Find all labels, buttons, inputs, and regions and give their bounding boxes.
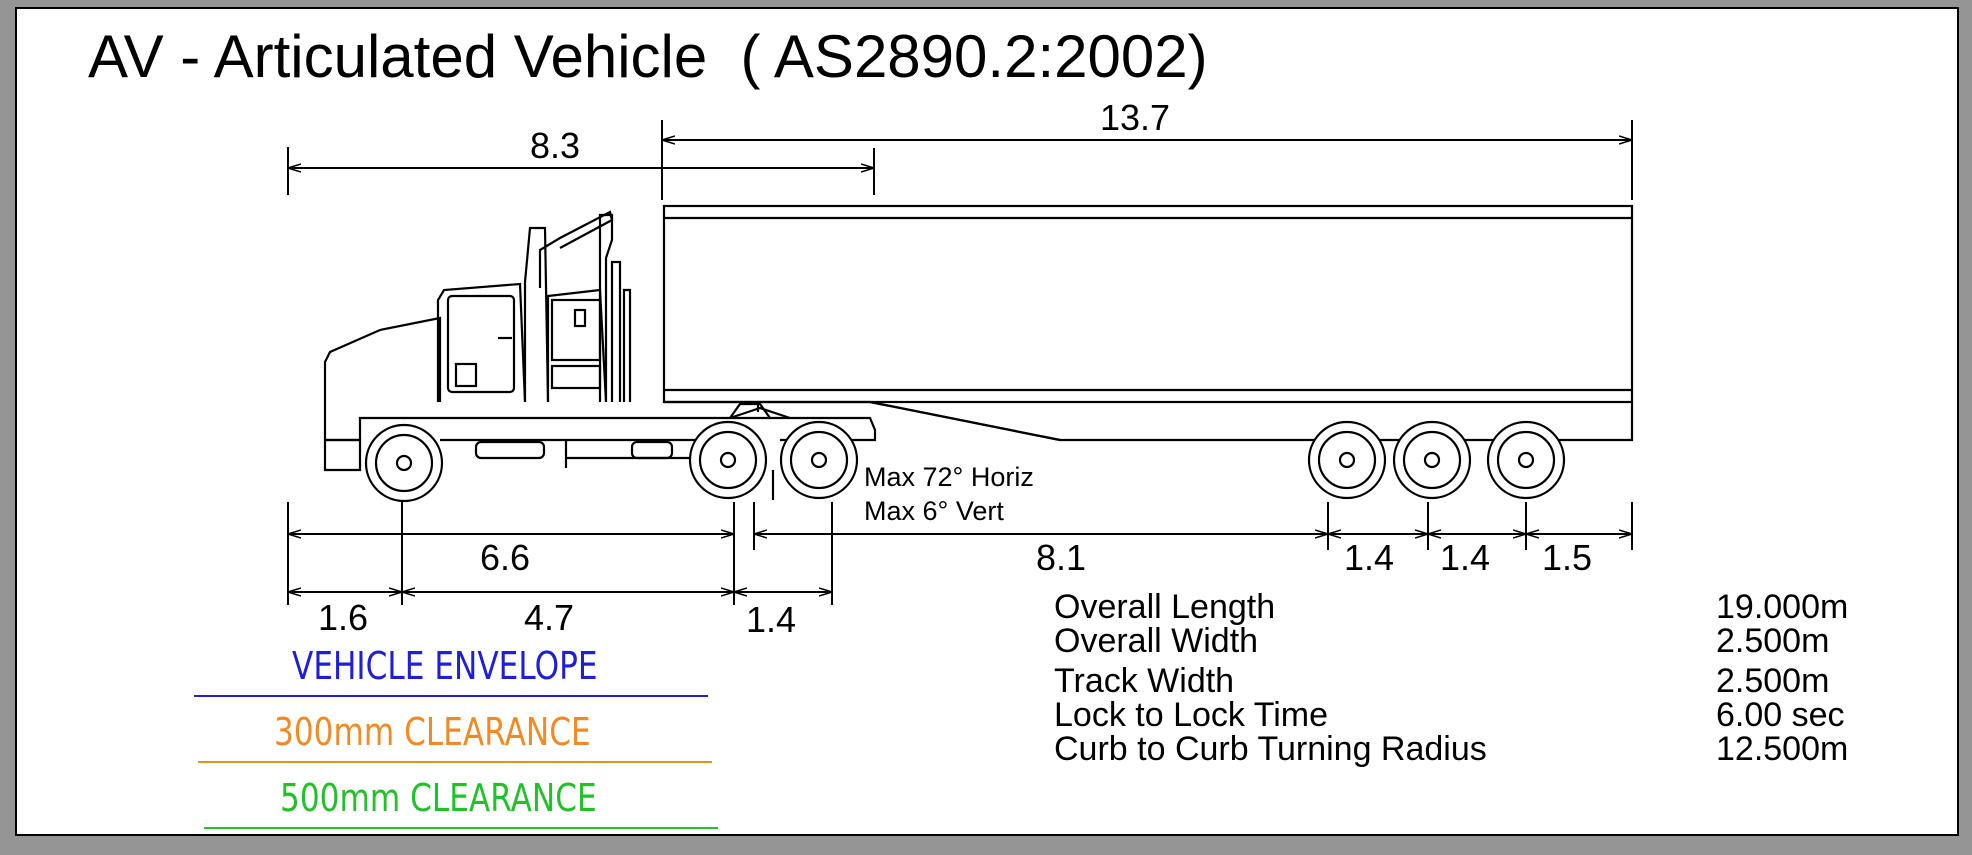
wheel-drive-2 — [779, 420, 859, 500]
dim-label-6-6: 6.6 — [480, 537, 530, 578]
bottom-dimension-lines — [287, 502, 1633, 605]
wheel-trailer-1 — [1307, 420, 1387, 500]
note-max-horiz: Max 72° Horiz — [864, 462, 1034, 492]
dim-label-1-4-c: 1.4 — [746, 599, 796, 640]
spec-label-overall-width: Overall Width — [1054, 622, 1259, 660]
dim-label-8-1: 8.1 — [1036, 537, 1086, 578]
spec-label-track-width: Track Width — [1054, 662, 1235, 700]
wheel-drive-1 — [688, 420, 768, 500]
prime-mover — [323, 210, 877, 500]
spec-value-track-width: 2.500m — [1716, 662, 1830, 700]
legend-vehicle-envelope: VEHICLE ENVELOPE — [292, 644, 598, 688]
page-title: AV - Articulated Vehicle ( AS2890.2:2002… — [88, 23, 1208, 90]
wheel-trailer-2 — [1392, 420, 1472, 500]
spec-value-lock-to-lock: 6.00 sec — [1716, 696, 1845, 734]
wheel-steer — [364, 423, 444, 503]
wheel-trailer-3 — [1486, 420, 1566, 500]
trailer — [662, 204, 1634, 442]
spec-label-turning-radius: Curb to Curb Turning Radius — [1054, 730, 1487, 768]
spec-label-lock-to-lock: Lock to Lock Time — [1054, 696, 1329, 734]
spec-value-overall-width: 2.500m — [1716, 622, 1830, 660]
dim-label-1-6: 1.6 — [318, 597, 368, 638]
legend-300mm-clearance: 300mm CLEARANCE — [274, 710, 591, 754]
dim-label-1-5: 1.5 — [1542, 537, 1592, 578]
top-dimension-lines — [287, 120, 1633, 200]
note-max-vert: Max 6° Vert — [864, 496, 1004, 526]
dim-label-4-7: 4.7 — [524, 597, 574, 638]
dim-label-8-3: 8.3 — [530, 125, 580, 166]
spec-value-turning-radius: 12.500m — [1716, 730, 1849, 768]
dim-label-13-7: 13.7 — [1100, 97, 1170, 138]
wheels — [364, 420, 1566, 503]
dim-label-1-4-b: 1.4 — [1440, 537, 1490, 578]
spec-label-overall-length: Overall Length — [1054, 588, 1276, 626]
drawing-panel — [15, 7, 1959, 836]
legend-500mm-clearance: 500mm CLEARANCE — [280, 776, 597, 820]
spec-value-overall-length: 19.000m — [1716, 588, 1849, 626]
dim-label-1-4-a: 1.4 — [1344, 537, 1394, 578]
